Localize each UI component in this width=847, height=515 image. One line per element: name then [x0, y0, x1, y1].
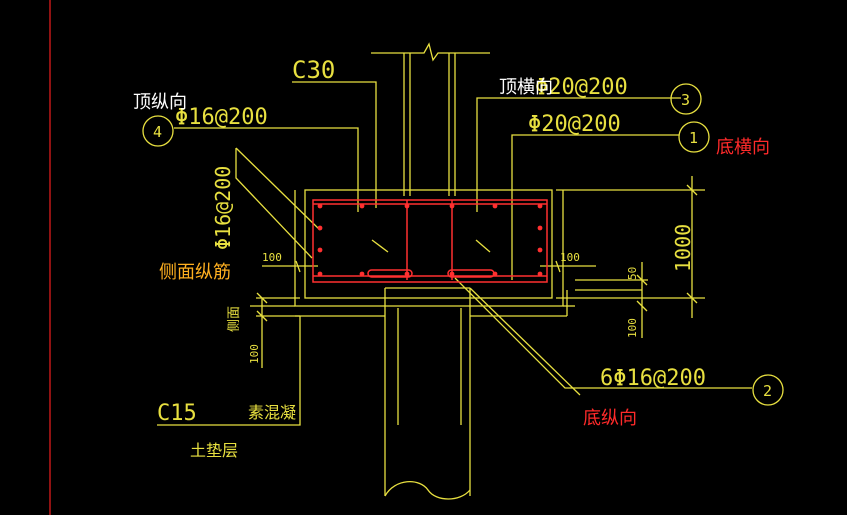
cad-text-plain-concrete: 素混凝	[248, 403, 296, 422]
callout-number-4: 4	[153, 123, 162, 141]
rebar-cage	[312, 199, 548, 283]
cad-text-soil-cushion: 土垫层	[190, 441, 238, 460]
label-bottom-transverse: 底横向	[716, 137, 770, 158]
label-bottom-longitudinal: 底纵向	[583, 408, 637, 429]
pile-break-mark	[384, 481, 471, 500]
label-top-transverse: 顶横向	[499, 77, 553, 98]
cad-text-dim-100-left: 100	[262, 251, 282, 264]
cad-text-bottom-longitudinal-spec: 6Φ16@200	[600, 366, 706, 391]
callout-number-1: 1	[689, 129, 698, 147]
callout-number-3: 3	[681, 91, 690, 109]
cad-text-c15: C15	[157, 401, 197, 426]
callout-circle-3	[670, 83, 702, 115]
column-break-mark	[371, 42, 490, 62]
cad-text-dim-50: 50	[626, 267, 639, 280]
cad-text-side-longitudinal-spec: Φ16@200	[211, 166, 235, 250]
cad-text-dim-100-bottom-right: 100	[626, 318, 639, 338]
cushion-layer	[294, 190, 564, 307]
label-side-longitudinal: 侧面纵筋	[159, 262, 231, 283]
callout-circle-1	[678, 121, 710, 153]
pile-cap-outline	[304, 189, 553, 299]
cad-text-height-dim: 1000	[671, 224, 695, 272]
callout-circle-4	[142, 115, 174, 147]
label-top-longitudinal: 顶纵向	[133, 92, 187, 113]
yellow-linework	[142, 42, 784, 500]
cad-text-dim-100-right: 100	[560, 251, 580, 264]
cad-text-bottom-transverse-spec: Φ20@200	[528, 112, 621, 137]
callout-circle-2	[752, 374, 784, 406]
cad-text-top-transverse-spec: Φ20@200	[535, 75, 628, 100]
cad-text-top-longitudinal-spec: Φ16@200	[175, 105, 268, 130]
cad-text-dim-100-bottom-left: 100	[248, 344, 261, 364]
cad-text-side-label: 侧面	[227, 306, 242, 332]
rebar-dots	[317, 203, 543, 277]
callout-number-2: 2	[763, 382, 772, 400]
cad-text-c30: C30	[292, 56, 335, 84]
